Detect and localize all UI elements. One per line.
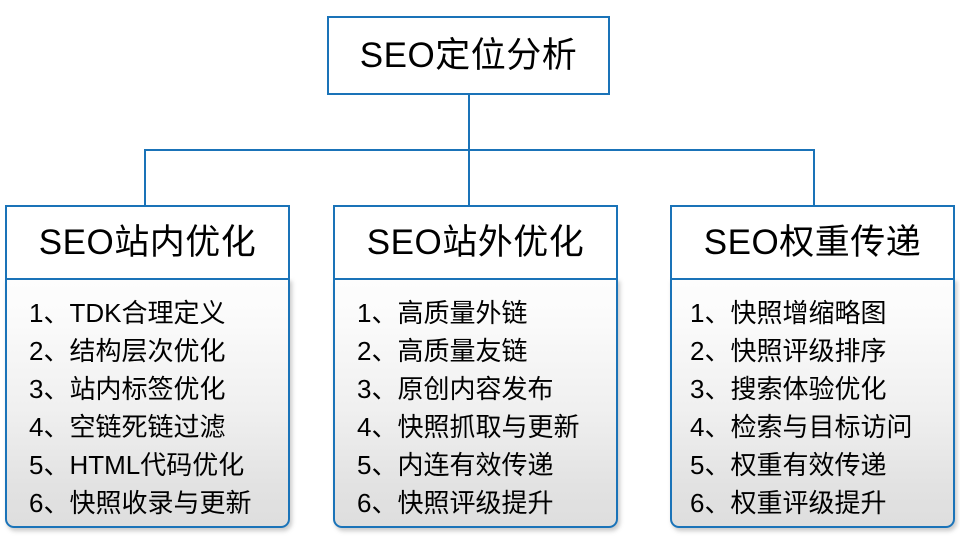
- branch-column-1: SEO站内优化 1、TDK合理定义 2、结构层次优化 3、站内标签优化 4、空链…: [5, 205, 290, 528]
- branch-1-body: 1、TDK合理定义 2、结构层次优化 3、站内标签优化 4、空链死链过滤 5、H…: [5, 278, 290, 528]
- list-item: 1、快照增缩略图: [690, 298, 887, 328]
- root-node-label: SEO定位分析: [359, 36, 578, 75]
- connector-drop-branch-2: [468, 149, 470, 206]
- list-item: 5、HTML代码优化: [29, 450, 245, 480]
- list-item: 2、结构层次优化: [29, 336, 226, 366]
- list-item: 5、权重有效传递: [690, 450, 887, 480]
- branch-3-body: 1、快照增缩略图 2、快照评级排序 3、搜索体验优化 4、检索与目标访问 5、权…: [670, 278, 955, 528]
- branch-3-header-label: SEO权重传递: [703, 223, 922, 262]
- branch-2-item-list: 1、高质量外链 2、高质量友链 3、原创内容发布 4、快照抓取与更新 5、内连有…: [335, 294, 616, 522]
- branch-2-header-label: SEO站外优化: [366, 223, 585, 262]
- root-node: SEO定位分析: [327, 16, 610, 95]
- list-item: 1、TDK合理定义: [29, 298, 226, 328]
- branch-1-header-label: SEO站内优化: [38, 223, 257, 262]
- list-item: 3、原创内容发布: [357, 374, 554, 404]
- list-item: 1、高质量外链: [357, 298, 528, 328]
- branch-column-3: SEO权重传递 1、快照增缩略图 2、快照评级排序 3、搜索体验优化 4、检索与…: [670, 205, 955, 528]
- list-item: 6、快照收录与更新: [29, 488, 252, 518]
- list-item: 4、空链死链过滤: [29, 412, 226, 442]
- list-item: 6、快照评级提升: [357, 488, 554, 518]
- list-item: 4、快照抓取与更新: [357, 412, 580, 442]
- connector-drop-branch-1: [144, 149, 146, 206]
- connector-horizontal-bus: [144, 149, 815, 151]
- list-item: 5、内连有效传递: [357, 450, 554, 480]
- list-item: 3、站内标签优化: [29, 374, 226, 404]
- branch-1-header: SEO站内优化: [5, 205, 290, 280]
- branch-2-body: 1、高质量外链 2、高质量友链 3、原创内容发布 4、快照抓取与更新 5、内连有…: [333, 278, 618, 528]
- list-item: 4、检索与目标访问: [690, 412, 913, 442]
- branch-column-2: SEO站外优化 1、高质量外链 2、高质量友链 3、原创内容发布 4、快照抓取与…: [333, 205, 618, 528]
- list-item: 2、快照评级排序: [690, 336, 887, 366]
- list-item: 2、高质量友链: [357, 336, 528, 366]
- branch-3-item-list: 1、快照增缩略图 2、快照评级排序 3、搜索体验优化 4、检索与目标访问 5、权…: [672, 294, 953, 522]
- branch-2-header: SEO站外优化: [333, 205, 618, 280]
- connector-drop-branch-3: [813, 149, 815, 206]
- list-item: 3、搜索体验优化: [690, 374, 887, 404]
- branch-3-header: SEO权重传递: [670, 205, 955, 280]
- branch-1-item-list: 1、TDK合理定义 2、结构层次优化 3、站内标签优化 4、空链死链过滤 5、H…: [7, 294, 288, 522]
- connector-root-vertical: [468, 95, 470, 151]
- list-item: 6、权重评级提升: [690, 488, 887, 518]
